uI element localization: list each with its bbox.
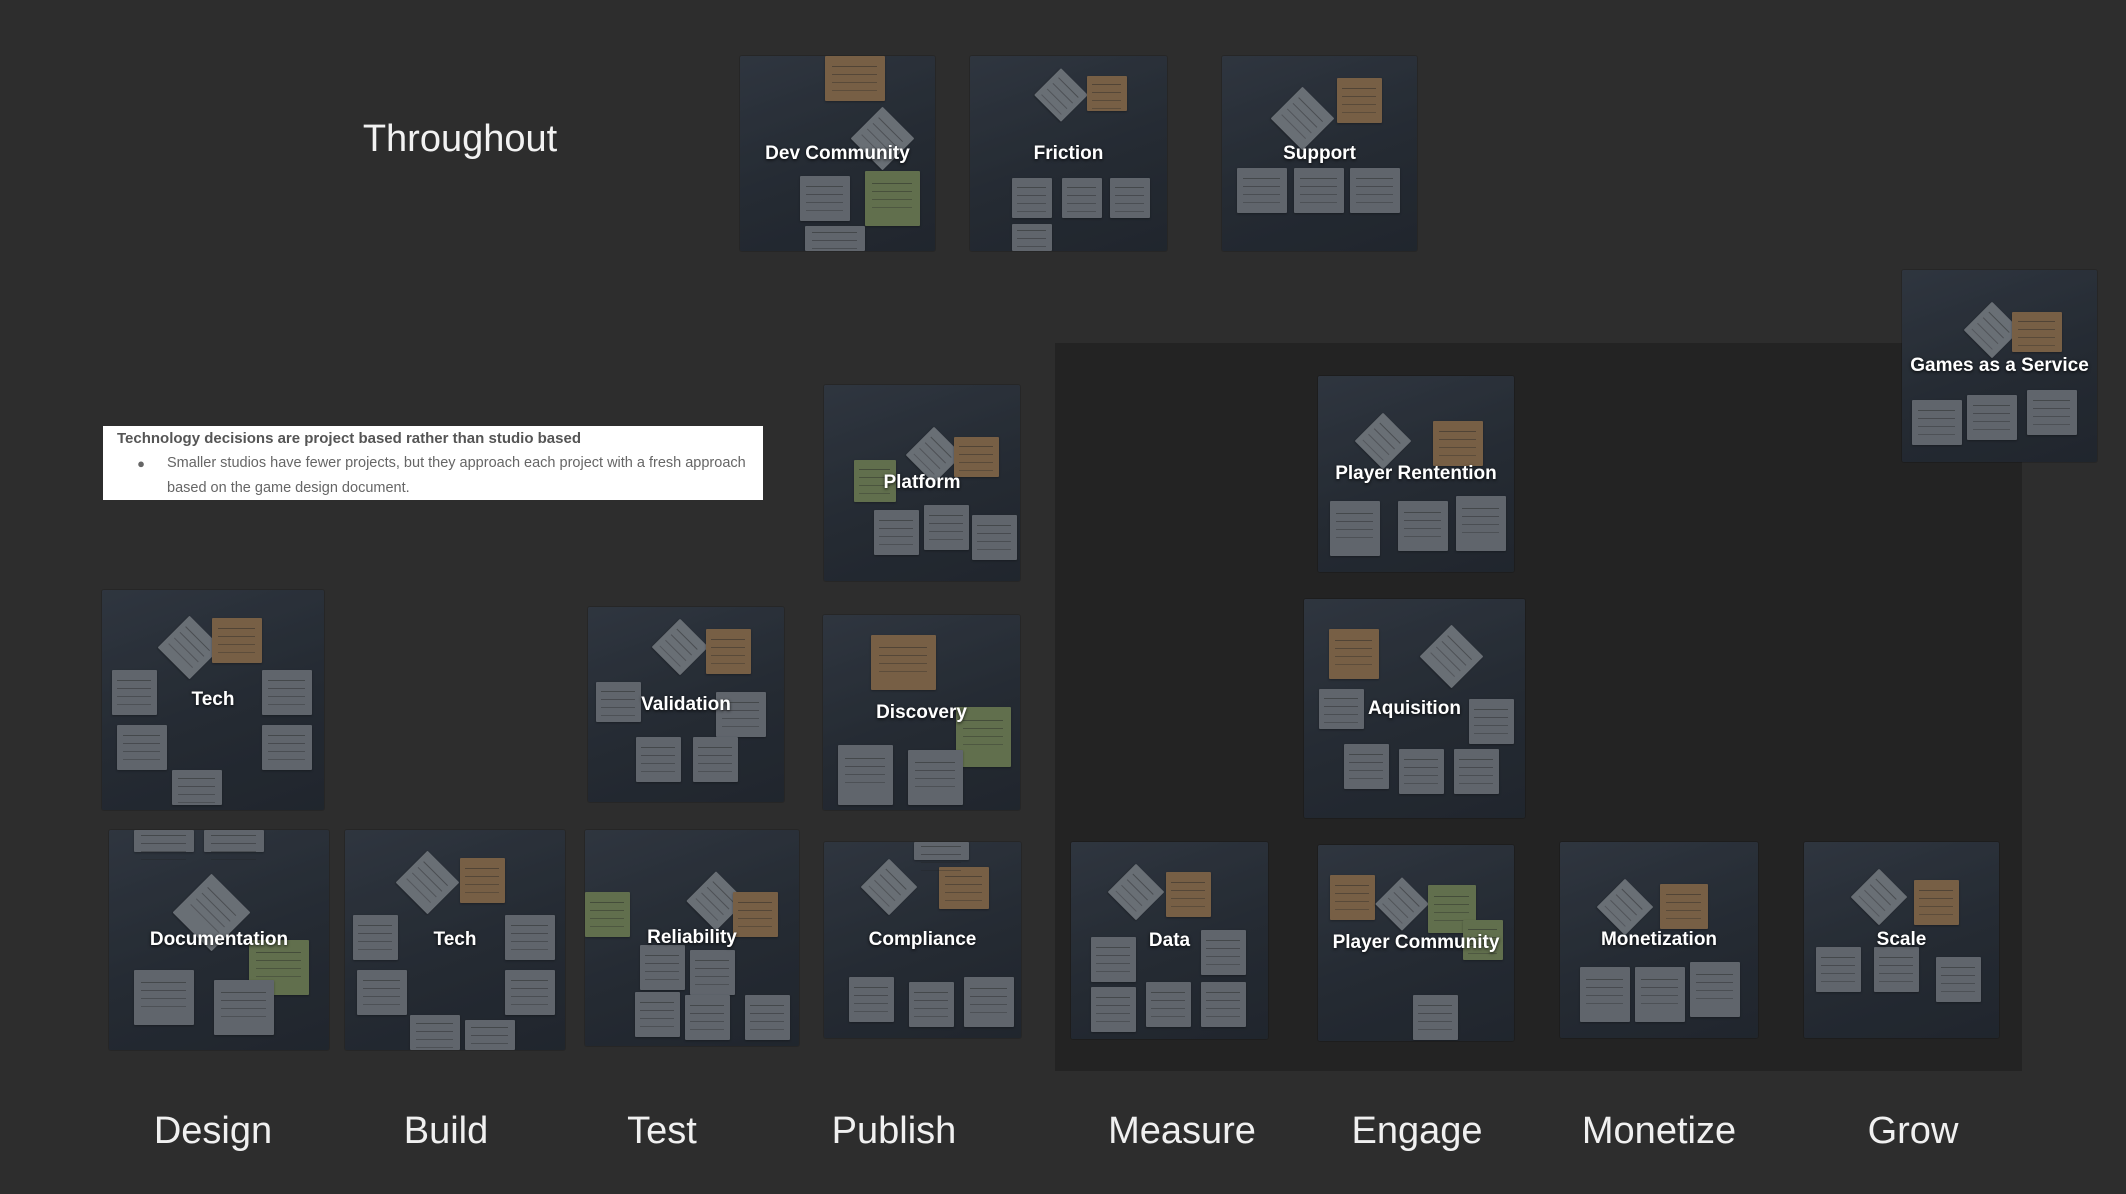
- stage-monetize: Monetize: [1581, 1110, 1737, 1152]
- throughout-heading: Throughout: [362, 118, 558, 160]
- tile-label: Compliance: [868, 929, 977, 951]
- info-card-title: Technology decisions are project based r…: [117, 430, 581, 447]
- tile-label: Aquisition: [1368, 697, 1461, 719]
- stage-grow: Grow: [1867, 1110, 1959, 1152]
- bullet-icon: ●: [137, 456, 145, 471]
- tile-label: Tech: [433, 929, 477, 951]
- tile-data[interactable]: Data: [1071, 842, 1268, 1039]
- tile-platform[interactable]: Platform: [824, 385, 1020, 581]
- tile-games-as-a-service[interactable]: Games as a Service: [1902, 270, 2097, 462]
- tile-label: Dev Community: [765, 142, 910, 164]
- tile-label: Player Community: [1332, 932, 1500, 954]
- tile-label: Support: [1283, 142, 1356, 164]
- tile-monetization[interactable]: Monetization: [1560, 842, 1758, 1038]
- stage-design: Design: [153, 1110, 273, 1152]
- tile-discovery[interactable]: Discovery: [823, 615, 1020, 810]
- tile-compliance[interactable]: Compliance: [824, 842, 1021, 1038]
- stage-build: Build: [403, 1110, 489, 1152]
- tile-support[interactable]: Support: [1222, 56, 1417, 251]
- stage-measure: Measure: [1108, 1110, 1256, 1152]
- stage-test: Test: [627, 1110, 697, 1152]
- tile-scale[interactable]: Scale: [1804, 842, 1999, 1038]
- tile-player-community[interactable]: Player Community: [1318, 845, 1514, 1041]
- tile-label: Games as a Service: [1910, 355, 2089, 377]
- tile-friction[interactable]: Friction: [970, 56, 1167, 251]
- tile-player-retention[interactable]: Player Rentention: [1318, 376, 1514, 572]
- tile-label: Platform: [883, 472, 961, 494]
- stage-publish: Publish: [831, 1110, 957, 1152]
- tile-dev-community[interactable]: Dev Community: [740, 56, 935, 251]
- tile-aquisition[interactable]: Aquisition: [1304, 599, 1525, 818]
- tile-reliability[interactable]: Reliability: [585, 830, 799, 1046]
- tile-validation[interactable]: Validation: [588, 607, 784, 802]
- tile-label: Monetization: [1600, 929, 1718, 951]
- tile-label: Tech: [191, 689, 235, 711]
- tile-tech-build[interactable]: Tech: [345, 830, 565, 1050]
- tile-label: Friction: [1033, 142, 1104, 164]
- tile-label: Reliability: [647, 927, 737, 949]
- info-card-bullet-text: Smaller studios have fewer projects, but…: [167, 455, 746, 496]
- tile-label: Documentation: [149, 929, 289, 951]
- tile-label: Data: [1148, 929, 1191, 951]
- tile-label: Player Rentention: [1335, 463, 1497, 485]
- info-card[interactable]: Technology decisions are project based r…: [103, 426, 763, 500]
- tile-documentation[interactable]: Documentation: [109, 830, 329, 1050]
- stage-engage: Engage: [1351, 1110, 1483, 1152]
- tile-label: Scale: [1876, 929, 1927, 951]
- tile-label: Validation: [641, 693, 731, 715]
- tile-label: Discovery: [876, 701, 967, 723]
- tile-tech-design[interactable]: Tech: [102, 590, 324, 810]
